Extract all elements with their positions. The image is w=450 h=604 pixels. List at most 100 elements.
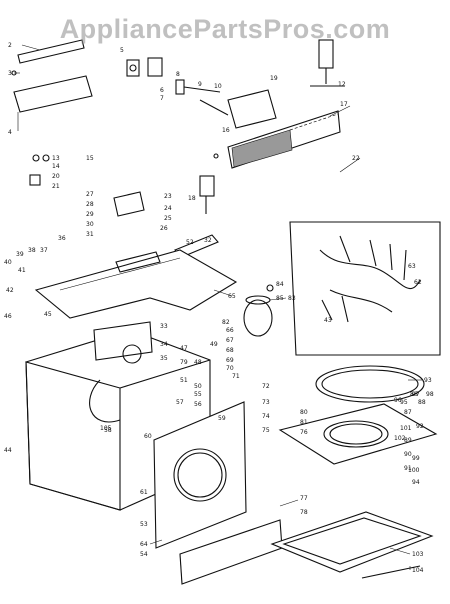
callout-86: 86 (410, 391, 418, 398)
callout-48: 48 (194, 359, 202, 366)
callout-62: 62 (414, 279, 422, 286)
callout-19: 19 (270, 75, 278, 82)
callout-69: 69 (226, 357, 234, 364)
callout-104: 104 (412, 567, 424, 574)
callout-50: 50 (194, 383, 202, 390)
callout-6: 6 (160, 87, 164, 94)
control-bracket-part (310, 39, 345, 87)
callout-95: 95 (400, 399, 408, 406)
callout-65: 65 (228, 293, 236, 300)
callout-45: 45 (44, 311, 52, 318)
callout-105: 105 (100, 425, 112, 432)
callout-92: 92 (416, 423, 424, 430)
callout-4: 4 (8, 129, 12, 136)
callout-13: 13 (52, 155, 60, 162)
callout-46: 46 (4, 313, 12, 320)
callout-7: 7 (160, 95, 164, 102)
callout-27: 27 (86, 191, 94, 198)
switch-assembly (126, 57, 229, 116)
callout-78: 78 (300, 509, 308, 516)
callout-47: 47 (180, 345, 188, 352)
callout-63: 63 (408, 263, 416, 270)
callout-101: 101 (400, 425, 412, 432)
callout-labels: 2 3 4 5 6 7 8 9 10 12 13 14 15 16 17 18 … (4, 42, 434, 574)
door-gasket (315, 365, 425, 403)
callout-20: 20 (52, 173, 60, 180)
callout-90: 90 (404, 451, 412, 458)
callout-43: 43 (324, 317, 332, 324)
callout-57: 57 (176, 399, 184, 406)
callout-35: 35 (160, 355, 168, 362)
top-panel (34, 249, 238, 319)
callout-76: 76 (300, 429, 308, 436)
callout-8: 8 (176, 71, 180, 78)
hinge-bracket (113, 191, 219, 258)
callout-25: 25 (164, 215, 172, 222)
callout-30: 30 (86, 221, 94, 228)
callout-60: 60 (144, 433, 152, 440)
filter-plate (227, 89, 277, 129)
callout-83: 83 (288, 295, 296, 302)
callout-87: 87 (404, 409, 412, 416)
callout-9: 9 (198, 81, 202, 88)
callout-79: 79 (180, 359, 188, 366)
callout-29: 29 (86, 211, 94, 218)
callout-68: 68 (226, 347, 234, 354)
callout-72: 72 (262, 383, 270, 390)
callout-97: 97 (412, 391, 420, 398)
callout-100: 100 (408, 467, 420, 474)
callout-67: 67 (226, 337, 234, 344)
callout-34: 34 (160, 341, 168, 348)
callout-89: 89 (404, 437, 412, 444)
knob-parts (29, 153, 219, 214)
callout-51: 51 (180, 377, 188, 384)
callout-70: 70 (226, 365, 234, 372)
callout-80: 80 (300, 409, 308, 416)
callout-10: 10 (214, 83, 222, 90)
callout-40: 40 (4, 259, 12, 266)
callout-74: 74 (262, 413, 270, 420)
callout-37: 37 (40, 247, 48, 254)
top-trim-part (11, 39, 93, 113)
callout-38: 38 (28, 247, 36, 254)
callout-84: 84 (276, 281, 284, 288)
callout-64: 64 (140, 541, 148, 548)
callout-52: 52 (186, 239, 194, 246)
callout-49: 49 (210, 341, 218, 348)
callout-33: 33 (160, 323, 168, 330)
callout-96: 96 (394, 397, 402, 404)
callout-93: 93 (424, 377, 432, 384)
door-outer-panel (278, 403, 438, 465)
callout-58: 58 (104, 427, 112, 434)
callout-31: 31 (86, 231, 94, 238)
callout-28: 28 (86, 201, 94, 208)
callout-82: 82 (222, 319, 230, 326)
callout-66: 66 (226, 327, 234, 334)
callout-21: 21 (52, 183, 60, 190)
callout-42: 42 (6, 287, 14, 294)
callout-71: 71 (232, 373, 240, 380)
callout-56: 56 (194, 401, 202, 408)
callout-23: 23 (164, 193, 172, 200)
callout-22: 22 (352, 155, 360, 162)
callout-99: 99 (412, 455, 420, 462)
callout-77: 77 (300, 495, 308, 502)
callout-88: 88 (418, 399, 426, 406)
callout-94: 94 (412, 479, 420, 486)
callout-24: 24 (164, 205, 172, 212)
callout-18: 18 (188, 195, 196, 202)
callout-32: 32 (204, 237, 212, 244)
callout-5: 5 (120, 47, 124, 54)
front-panel (153, 401, 247, 549)
pump-part (243, 284, 274, 337)
callout-75: 75 (262, 427, 270, 434)
callout-102: 102 (394, 435, 406, 442)
callout-59: 59 (218, 415, 226, 422)
callout-44: 44 (4, 447, 12, 454)
callout-16: 16 (222, 127, 230, 134)
callout-36: 36 (58, 235, 66, 242)
callout-39: 39 (16, 251, 24, 258)
callout-26: 26 (160, 225, 168, 232)
callout-41: 41 (18, 267, 26, 274)
